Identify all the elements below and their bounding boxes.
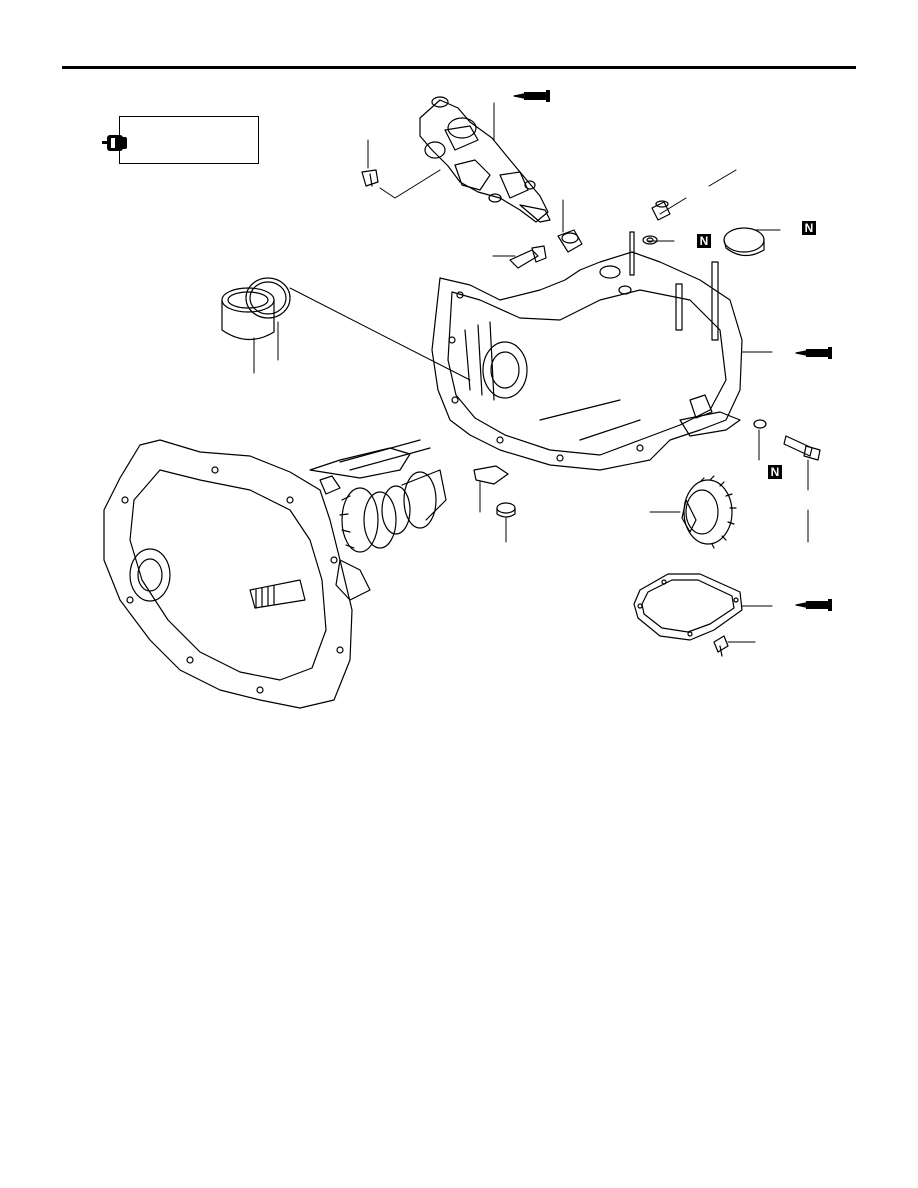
clutch-housing [103,439,353,709]
bolt [783,435,821,461]
shift-lever-assembly [419,96,551,223]
spacer [245,277,291,319]
bolt [509,245,547,269]
sealant-tube-icon [795,347,832,359]
bushing [557,229,583,253]
bolt [713,635,729,657]
sealant-tube-icon [513,90,550,102]
leader-lines [253,102,809,643]
gear-train [309,439,447,601]
gear [681,475,737,549]
grease-applicator-icon [102,135,127,151]
nonreusable-mark: N [697,234,711,248]
nonreusable-mark: N [768,465,782,479]
oil-seal [723,227,765,257]
breather-plug [651,200,671,221]
transaxle-case [431,231,743,471]
header-rule [62,66,856,69]
nonreusable-mark: N [802,221,816,235]
washer [642,235,658,245]
washer [753,419,767,429]
sealant-tube-icon [795,599,832,611]
bolt [361,169,379,187]
bearing-race [221,287,275,341]
oil-guide [473,465,509,485]
cover-plate [633,573,743,641]
magnet [496,502,516,518]
